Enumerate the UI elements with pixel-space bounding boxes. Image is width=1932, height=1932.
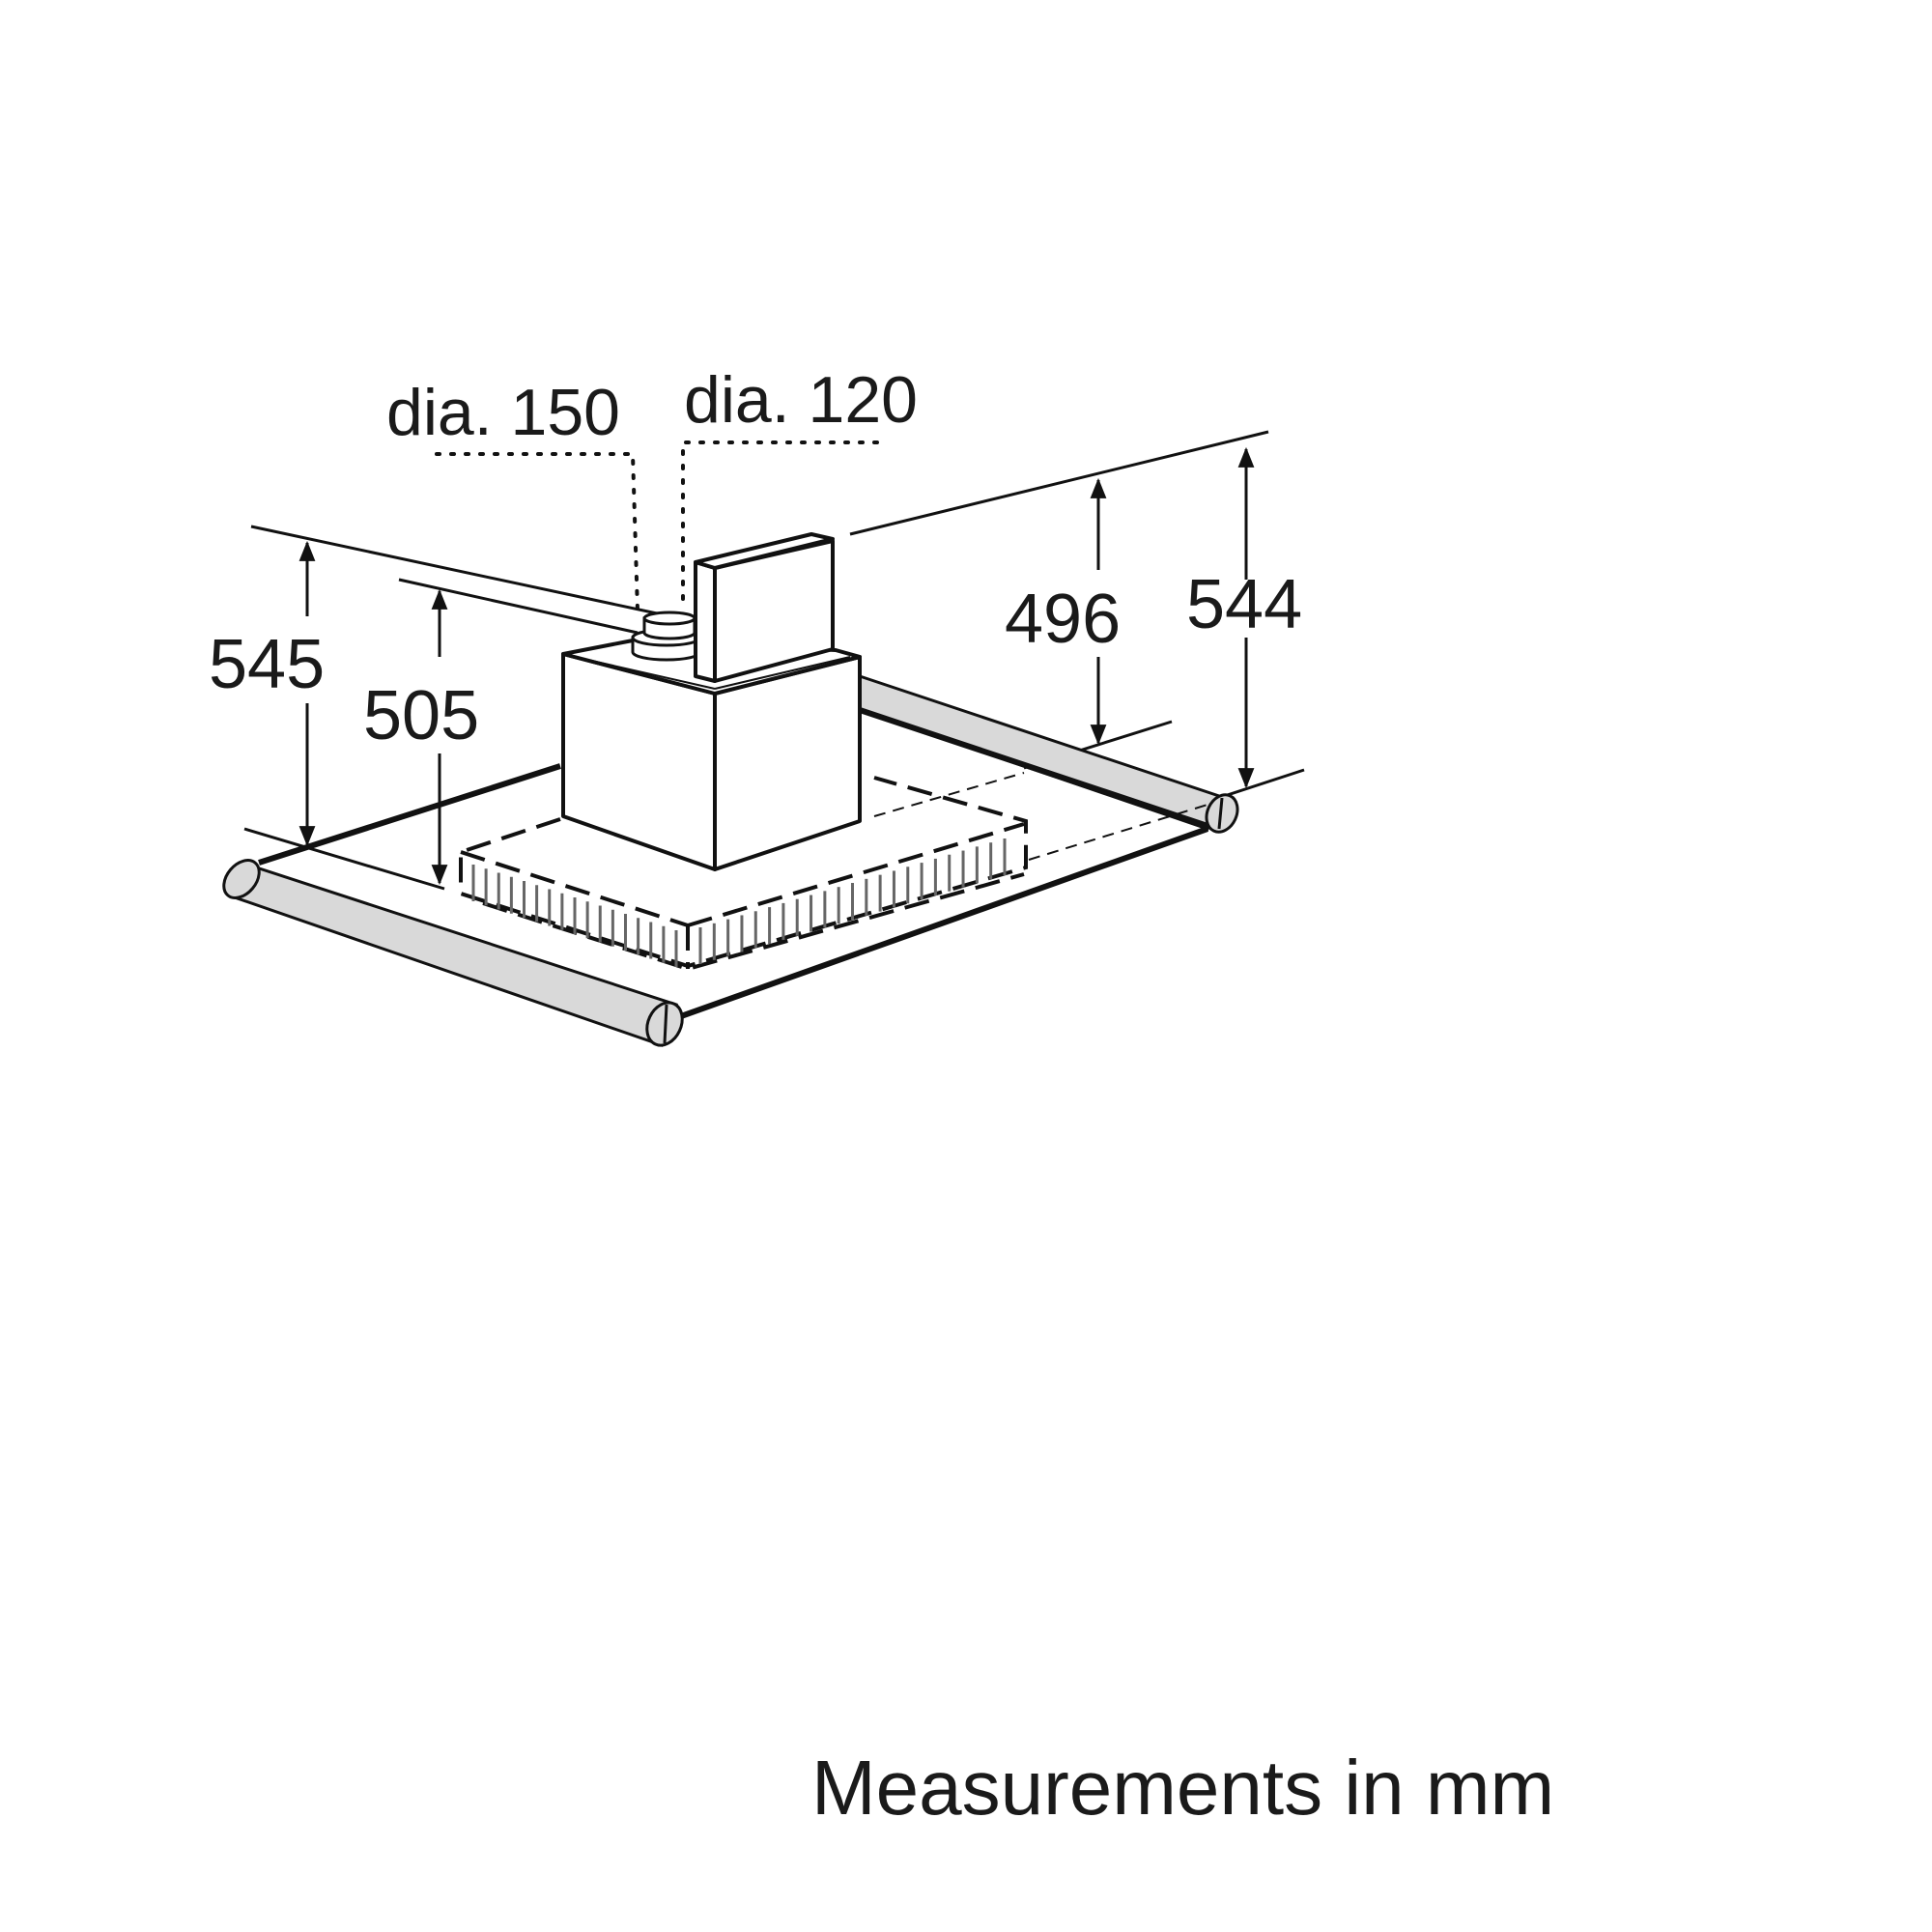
front-rail bbox=[222, 859, 684, 1047]
grease-filter bbox=[459, 772, 1208, 972]
dimension-544: 544 bbox=[1186, 566, 1302, 643]
dimension-545: 545 bbox=[209, 626, 325, 703]
chimney bbox=[694, 532, 835, 683]
dimension-arrows bbox=[298, 446, 1255, 886]
measurement-units-note: Measurements in mm bbox=[811, 1745, 1554, 1831]
rear-rail bbox=[858, 673, 1239, 834]
label-dia-150: dia. 150 bbox=[386, 376, 620, 449]
leader-dotted-lines bbox=[435, 440, 879, 612]
frame-thick-lines bbox=[258, 707, 1209, 1019]
dimension-496: 496 bbox=[1005, 581, 1121, 658]
dimension-505: 505 bbox=[363, 677, 479, 754]
label-dia-120: dia. 120 bbox=[684, 363, 918, 437]
duct-collar bbox=[631, 611, 702, 662]
